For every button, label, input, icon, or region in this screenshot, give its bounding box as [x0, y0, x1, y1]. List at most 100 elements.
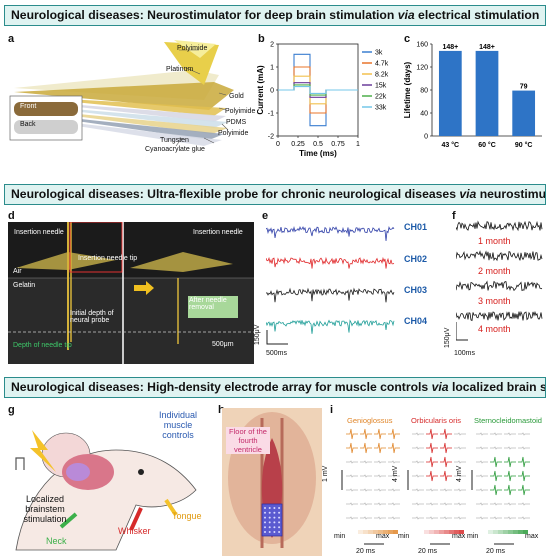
emg-trace-2-1-2 — [504, 446, 516, 450]
emg-trace-2-6-3 — [518, 516, 530, 520]
neck-arrow — [59, 512, 78, 529]
emg-trace-2-0-1 — [490, 432, 502, 436]
i-max-2: max — [452, 533, 466, 540]
emg-trace-1-6-1 — [426, 516, 438, 520]
e-scale-voltage: 150μV — [254, 324, 261, 345]
b-ytick-label-4: 2 — [270, 42, 274, 49]
needle-removal-label: After needle removal — [189, 297, 227, 311]
emg-trace-1-5-0 — [412, 502, 424, 506]
emg-trace-2-1-1 — [490, 446, 502, 450]
emg-trace-2-5-2 — [504, 502, 516, 506]
muscle-label-2: Orbicularis oris — [411, 416, 462, 425]
emg-trace-0-0-3 — [388, 428, 400, 440]
electrode-dot-5-0 — [264, 531, 266, 533]
emg-trace-2-4-0 — [476, 488, 488, 492]
emg-trace-2-0-3 — [518, 432, 530, 436]
emg-trace-0-1-0 — [346, 442, 358, 454]
emg-grid — [341, 428, 530, 545]
emg-trace-1-2-3 — [454, 460, 466, 464]
emg-trace-0-0-2 — [374, 428, 386, 440]
month-label-1: 1 month — [478, 236, 511, 246]
emg-trace-1-0-1 — [426, 428, 438, 440]
whisker-arrow — [129, 507, 143, 531]
i-scale-v-3: 4 mV — [456, 465, 463, 482]
whisker-label: Whisker — [118, 526, 151, 536]
f-trace-0 — [456, 220, 543, 232]
emg-trace-0-2-2 — [374, 460, 386, 464]
emg-trace-1-1-2 — [440, 442, 452, 454]
e-trace-3 — [266, 319, 395, 334]
e-scale-time: 500ms — [266, 350, 288, 357]
emg-trace-1-4-0 — [412, 488, 424, 492]
emg-trace-1-2-2 — [440, 456, 452, 468]
emg-trace-0-4-0 — [346, 488, 358, 492]
layer-label-7: Cyanoacrylate glue — [145, 146, 205, 153]
b-x-axis-label: Time (ms) — [299, 149, 337, 158]
emg-colorbar-2-5 — [513, 530, 518, 534]
emg-trace-2-4-3 — [518, 484, 530, 496]
b-xtick-label-0: 0 — [276, 141, 280, 148]
needle-tip-label: Insertion needle tip — [78, 255, 138, 262]
f-scale-time: 100ms — [454, 350, 476, 357]
emg-trace-1-5-3 — [454, 502, 466, 506]
emg-trace-2-5-0 — [476, 502, 488, 506]
e-trace-0 — [266, 225, 395, 241]
emg-trace-0-1-3 — [388, 442, 400, 454]
layer-label-3: Polyimide — [225, 108, 256, 115]
emg-trace-2-4-2 — [504, 484, 516, 496]
banner-top-em: via — [397, 8, 415, 22]
ventricle-label: Floor of the fourth ventricle — [226, 427, 270, 454]
emg-trace-0-4-1 — [360, 488, 372, 492]
b-ytick-label-2: 0 — [270, 88, 274, 95]
panel-label-c: c — [404, 33, 411, 45]
electrode-dot-3-3 — [278, 521, 281, 524]
c-ytick-label-0: 0 — [424, 134, 428, 141]
month-label-3: 3 month — [478, 296, 511, 306]
electrode-dot-4-2 — [273, 526, 276, 529]
emg-trace-1-0-3 — [454, 432, 466, 436]
emg-trace-0-5-0 — [346, 502, 358, 506]
c-category-label-1: 60 °C — [478, 141, 496, 149]
emg-colorbar-2-3 — [503, 530, 508, 534]
gelatin-label: Gelatin — [13, 282, 36, 289]
electrode-dot-5-2 — [273, 531, 276, 533]
emg-colorbar-0-0 — [358, 530, 363, 534]
b-ytick-label-1: -1 — [268, 111, 274, 118]
localized-stimulation-label: Localized brainstem stimulation — [23, 494, 67, 524]
i-max-1: max — [376, 533, 390, 540]
f-trace-1 — [456, 250, 543, 262]
emg-trace-0-1-1 — [360, 442, 372, 454]
tongue-label: Tongue — [172, 511, 202, 521]
banner-top: Neurological diseases: Neurostimulator f… — [4, 5, 546, 26]
channel-label-1: CH01 — [404, 222, 428, 232]
emg-trace-0-3-3 — [388, 474, 400, 478]
panel-a-figure — [9, 40, 234, 147]
i-scale-v-2: 4 mV — [392, 465, 399, 482]
b-legend-label-33k: 33k — [375, 105, 387, 112]
emg-colorbar-0-6 — [388, 530, 393, 534]
channel-traces — [266, 225, 395, 345]
emg-trace-0-5-1 — [360, 502, 372, 506]
banner-bottom: Neurological diseases: High-density elec… — [4, 377, 546, 398]
emg-trace-2-6-0 — [476, 516, 488, 520]
i-min-2: min — [398, 533, 410, 540]
insertion-photo — [8, 222, 254, 364]
emg-trace-2-2-2 — [504, 456, 516, 468]
f-scale-voltage: 150μV — [444, 327, 451, 348]
emg-trace-2-5-3 — [518, 502, 530, 506]
c-ytick-label-2: 80 — [420, 88, 428, 95]
e-scale-bar — [266, 330, 288, 345]
panel-label-b: b — [258, 33, 265, 45]
emg-trace-0-0-1 — [360, 428, 372, 440]
emg-colorbar-1-2 — [434, 530, 439, 534]
emg-trace-0-2-3 — [388, 460, 400, 464]
electrode-dot-4-0 — [264, 526, 266, 529]
scale-bar-label: 500μm — [212, 341, 234, 348]
initial-depth-label: Initial depth of neural probe — [70, 310, 114, 324]
panel-label-d: d — [8, 210, 15, 222]
banner-bottom-tail: localized brain stimulation — [451, 380, 545, 394]
i-scale-t-2: 20 ms — [418, 548, 438, 555]
b-series-line-33k — [278, 85, 358, 95]
emg-trace-2-0-0 — [476, 432, 488, 436]
b-legend-label-4.7k: 4.7k — [375, 61, 389, 68]
